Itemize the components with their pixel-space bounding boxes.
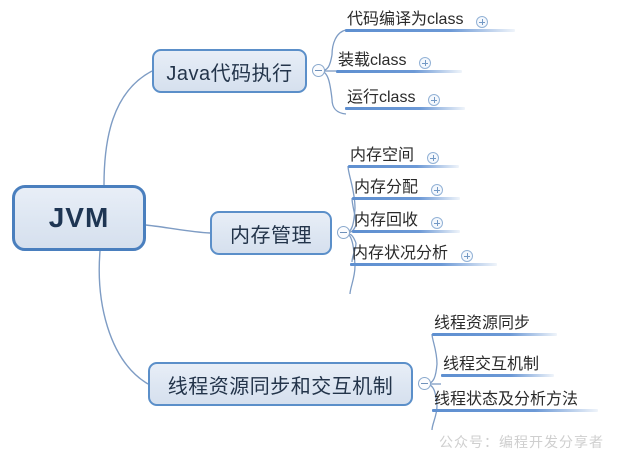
plus-circle-icon[interactable] <box>419 57 432 69</box>
leaf-underline <box>348 165 459 168</box>
leaf-underline <box>352 197 460 200</box>
branch-node-label: Java代码执行 <box>166 62 293 85</box>
leaf-item[interactable]: 装载class <box>336 51 462 73</box>
watermark-text: 公众号：编程开发分享者 <box>439 434 604 450</box>
leaf-item[interactable]: 代码编译为class <box>345 10 515 32</box>
leaf-item[interactable]: 线程状态及分析方法 <box>432 390 598 412</box>
plus-circle-icon[interactable] <box>431 184 444 196</box>
root-node-label: JVM <box>48 202 110 233</box>
leaf-underline <box>441 374 554 377</box>
leaf-label: 代码编译为class <box>347 11 464 28</box>
minus-circle-icon[interactable] <box>418 377 431 390</box>
leaf-underline <box>345 107 465 110</box>
leaf-label: 内存状况分析 <box>352 245 449 262</box>
plus-circle-icon[interactable] <box>428 94 441 106</box>
leaf-label: 运行class <box>347 89 416 106</box>
leaf-label: 装载class <box>338 52 407 69</box>
leaf-label: 线程资源同步 <box>434 315 531 332</box>
leaf-label: 内存空间 <box>350 147 415 164</box>
branch-node-label: 内存管理 <box>230 224 312 247</box>
leaf-underline <box>336 70 462 73</box>
plus-circle-icon[interactable] <box>476 16 489 28</box>
leaf-item[interactable]: 运行class <box>345 88 465 110</box>
plus-circle-icon[interactable] <box>427 152 440 164</box>
leaf-item[interactable]: 线程交互机制 <box>441 355 554 377</box>
leaf-underline <box>432 409 598 412</box>
leaf-item[interactable]: 内存状况分析 <box>350 244 497 266</box>
leaf-underline <box>345 29 515 32</box>
branch-node-thread-sync[interactable]: 线程资源同步和交互机制 <box>148 362 413 406</box>
connector-root-to-branch2 <box>145 224 211 234</box>
leaf-item[interactable]: 线程资源同步 <box>432 314 557 336</box>
mindmap-root-node[interactable]: JVM <box>12 185 146 251</box>
leaf-item[interactable]: 内存分配 <box>352 178 460 200</box>
plus-circle-icon[interactable] <box>461 250 474 262</box>
leaf-label: 线程交互机制 <box>443 356 540 373</box>
leaf-label: 内存分配 <box>354 179 419 196</box>
minus-circle-icon[interactable] <box>312 64 325 77</box>
plus-circle-icon[interactable] <box>431 217 444 229</box>
leaf-underline <box>352 230 460 233</box>
leaf-item[interactable]: 内存空间 <box>348 146 459 168</box>
connector-root-to-branch1 <box>103 70 153 186</box>
leaf-underline <box>350 263 497 266</box>
connector-root-to-branch3 <box>98 250 149 385</box>
leaf-underline <box>432 333 557 336</box>
leaf-label: 线程状态及分析方法 <box>434 391 579 408</box>
leaf-label: 内存回收 <box>354 212 419 229</box>
branch-node-label: 线程资源同步和交互机制 <box>167 375 394 398</box>
leaf-item[interactable]: 内存回收 <box>352 211 460 233</box>
minus-circle-icon[interactable] <box>337 226 350 239</box>
branch-node-memory-management[interactable]: 内存管理 <box>210 211 332 255</box>
branch-node-java-execution[interactable]: Java代码执行 <box>152 49 307 93</box>
